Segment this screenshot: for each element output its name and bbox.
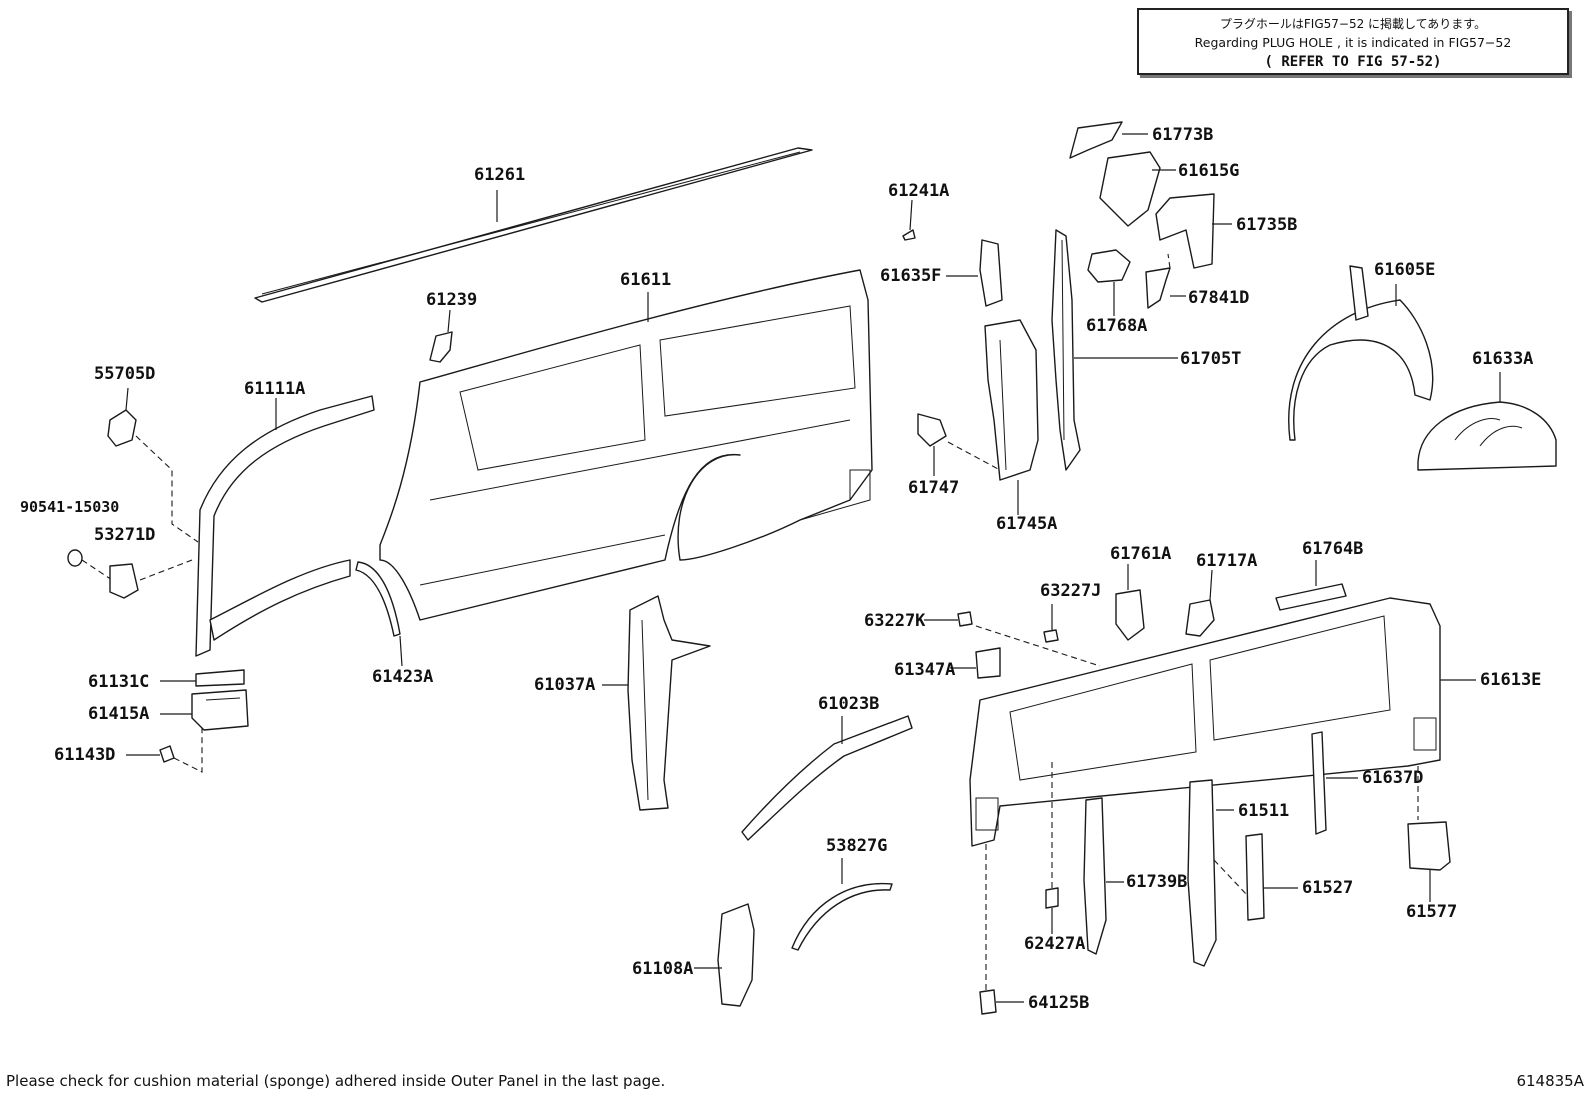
label-61635F[interactable]: 61635F	[880, 266, 942, 286]
label-61768A[interactable]: 61768A	[1086, 316, 1148, 336]
part-61747-bracket[interactable]	[917, 413, 947, 447]
label-61764B[interactable]: 61764B	[1302, 539, 1364, 559]
part-61611-side-outer-panel[interactable]	[379, 269, 873, 621]
notice-english: Regarding PLUG HOLE , it is indicated in…	[1194, 35, 1512, 50]
part-61527-reinforcement[interactable]	[1245, 833, 1265, 921]
part-61577-bracket[interactable]	[1407, 821, 1451, 871]
part-61143D-clip[interactable]	[159, 745, 175, 763]
part-61633A-wheel-house-outer[interactable]	[1417, 401, 1557, 471]
label-61527[interactable]: 61527	[1302, 878, 1354, 898]
label-55705D[interactable]: 55705D	[94, 364, 156, 384]
part-61131C-seal[interactable]	[195, 669, 245, 687]
part-61745A-pillar-lower[interactable]	[984, 319, 1039, 481]
label-61415A[interactable]: 61415A	[88, 704, 150, 724]
part-61347A-gusset[interactable]	[975, 647, 1001, 679]
part-67841D-trim[interactable]	[1145, 267, 1171, 309]
label-61605E[interactable]: 61605E	[1374, 260, 1436, 280]
label-61735B[interactable]: 61735B	[1236, 215, 1298, 235]
label-61613E[interactable]: 61613E	[1480, 670, 1542, 690]
label-61261[interactable]: 61261	[474, 165, 526, 185]
label-61747[interactable]: 61747	[908, 478, 960, 498]
label-61615G[interactable]: 61615G	[1178, 161, 1240, 181]
notice-refer: ( REFER TO FIG 57-52)	[1264, 54, 1442, 70]
label-61761A[interactable]: 61761A	[1110, 544, 1172, 564]
label-62427A[interactable]: 62427A	[1024, 934, 1086, 954]
label-61423A[interactable]: 61423A	[372, 667, 434, 687]
label-53827G[interactable]: 53827G	[826, 836, 888, 856]
notice-japanese: プラグホールはFIG57−52 に掲載してあります。	[1219, 17, 1487, 31]
label-61023B[interactable]: 61023B	[818, 694, 880, 714]
part-53827G-moulding[interactable]	[791, 882, 893, 951]
part-61511-pillar[interactable]	[1187, 779, 1217, 967]
label-61131C[interactable]: 61131C	[88, 672, 150, 692]
part-61261-roof-rail[interactable]	[254, 147, 813, 303]
part-62427A-plug[interactable]	[1045, 887, 1059, 909]
part-61735B-pillar-upper[interactable]	[1155, 193, 1215, 269]
part-61037A-center-pillar[interactable]	[627, 595, 711, 811]
label-67841D[interactable]: 67841D	[1188, 288, 1250, 308]
label-61111A[interactable]: 61111A	[244, 379, 306, 399]
label-61108A[interactable]: 61108A	[632, 959, 694, 979]
label-61241A[interactable]: 61241A	[888, 181, 950, 201]
label-61511[interactable]: 61511	[1238, 801, 1290, 821]
part-61615G-reinforcement[interactable]	[1099, 151, 1161, 227]
label-61611[interactable]: 61611	[620, 270, 672, 290]
notice-box: プラグホールはFIG57−52 に掲載してあります。 Regarding PLU…	[1137, 8, 1569, 75]
part-61761A-bracket[interactable]	[1115, 589, 1145, 641]
part-61773B-bracket[interactable]	[1069, 121, 1123, 159]
part-63227J-clip[interactable]	[1043, 629, 1059, 643]
part-61637D-brace[interactable]	[1311, 731, 1327, 835]
part-53271D-bracket[interactable]	[109, 563, 139, 599]
label-61347A[interactable]: 61347A	[894, 660, 956, 680]
part-61605E-wheel-house-inner[interactable]	[1288, 265, 1434, 441]
part-61415A-extension[interactable]	[191, 689, 249, 731]
label-61705T[interactable]: 61705T	[1180, 349, 1242, 369]
label-64125B[interactable]: 64125B	[1028, 993, 1090, 1013]
part-61111A-front-pillar[interactable]	[195, 395, 375, 657]
part-61764B-reinforcement[interactable]	[1275, 583, 1347, 611]
figure-id: 614835A	[1516, 1072, 1584, 1090]
label-61577[interactable]: 61577	[1406, 902, 1458, 922]
part-61023B-roof-side-rail[interactable]	[741, 715, 913, 841]
label-61633A[interactable]: 61633A	[1472, 349, 1534, 369]
part-61108A-pillar-lower[interactable]	[717, 903, 755, 1007]
part-64125B-bracket[interactable]	[979, 989, 997, 1015]
label-61773B[interactable]: 61773B	[1152, 125, 1214, 145]
part-61705T-rear-pillar[interactable]	[1051, 229, 1081, 471]
part-61635F-pillar[interactable]	[979, 239, 1003, 307]
part-55705D-bracket[interactable]	[107, 409, 137, 447]
label-90541-15030[interactable]: 90541-15030	[20, 498, 120, 516]
part-61241A-clip[interactable]	[902, 229, 916, 241]
part-61717A-bracket[interactable]	[1185, 599, 1215, 637]
label-61745A[interactable]: 61745A	[996, 514, 1058, 534]
label-61143D[interactable]: 61143D	[54, 745, 116, 765]
part-61613E-side-inner-panel[interactable]	[969, 597, 1441, 847]
label-53271D[interactable]: 53271D	[94, 525, 156, 545]
part-61739B-pillar[interactable]	[1083, 797, 1107, 955]
part-61768A-bracket[interactable]	[1087, 249, 1131, 283]
label-61717A[interactable]: 61717A	[1196, 551, 1258, 571]
part-90541-15030-plug[interactable]	[67, 549, 83, 567]
label-61239[interactable]: 61239	[426, 290, 478, 310]
footer-note: Please check for cushion material (spong…	[6, 1072, 666, 1090]
label-63227K[interactable]: 63227K	[864, 611, 926, 631]
label-61739B[interactable]: 61739B	[1126, 872, 1188, 892]
label-61037A[interactable]: 61037A	[534, 675, 596, 695]
label-63227J[interactable]: 63227J	[1040, 581, 1102, 601]
part-61423A-extension[interactable]	[355, 561, 401, 637]
part-61239-bracket[interactable]	[429, 331, 453, 363]
label-61637D[interactable]: 61637D	[1362, 768, 1424, 788]
part-63227K-clip[interactable]	[957, 611, 973, 627]
